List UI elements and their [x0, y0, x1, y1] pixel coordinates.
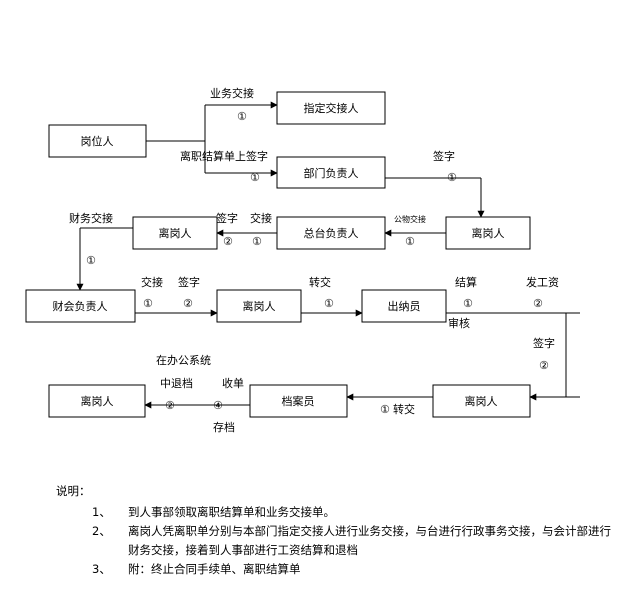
- box-ligang4-label: 离岗人: [465, 394, 498, 408]
- box-dangan: 档案员: [249, 384, 348, 418]
- box-gangwei-label: 岗位人: [81, 134, 114, 148]
- note-item-1: 1、 到人事部领取离职结算单和业务交接单。: [56, 503, 616, 522]
- label-jiaojie-mid: 交接: [250, 211, 272, 225]
- mark-zhuanjiao-row5: ①: [380, 403, 390, 416]
- box-dangan-label: 档案员: [282, 394, 315, 408]
- box-zongtai: 总台负责人: [276, 216, 386, 250]
- label-gongwu: 公物交接: [394, 214, 426, 224]
- note-text-3: 附：终止合同手续单、离职结算单: [128, 562, 301, 576]
- box-ligang3: 离岗人: [216, 289, 302, 323]
- mark-qianzi-row4: ②: [183, 297, 193, 310]
- box-ligang5-label: 离岗人: [81, 394, 114, 408]
- note-text-1: 到人事部领取离职结算单和业务交接单。: [128, 505, 335, 519]
- box-chuna: 出纳员: [361, 289, 447, 323]
- box-zhiding-label: 指定交接人: [304, 101, 359, 115]
- box-caihui: 财会负责人: [25, 289, 136, 323]
- label-qianzi-mid: 签字: [216, 211, 238, 225]
- label-lizhi: 离职结算单上签字: [180, 149, 268, 163]
- mark-caiwu: ①: [86, 254, 96, 267]
- box-zongtai-label: 总台负责人: [304, 226, 359, 240]
- mark-oa: ②: [165, 399, 175, 412]
- mark-qianzi-top: ①: [447, 171, 457, 184]
- label-jiesuan: 结算: [455, 275, 477, 289]
- mark-zhuanjiao-row4: ①: [324, 297, 334, 310]
- label-jiaojie-row4: 交接: [141, 275, 163, 289]
- box-bumen-label: 部门负责人: [304, 166, 359, 180]
- label-shenhe: 审核: [448, 316, 470, 330]
- mark-qianzi-mid: ②: [223, 235, 233, 248]
- mark-shoudan: ④: [213, 399, 223, 412]
- box-ligang4: 离岗人: [432, 384, 531, 418]
- label-zhuanjiao-row5: 转交: [393, 402, 415, 416]
- mark-yewu: ①: [237, 110, 247, 123]
- note-num-1: 1、: [92, 505, 111, 519]
- note-item-2: 2、 离岗人凭离职单分别与本部门指定交接人进行业务交接，与台进行行政事务交接，与…: [56, 522, 616, 560]
- label-qianzi-top: 签字: [433, 149, 455, 163]
- mark-jiesuan: ①: [463, 297, 473, 310]
- box-ligang2-label: 离岗人: [159, 226, 192, 240]
- box-gangwei: 岗位人: [48, 124, 147, 158]
- mark-fagongzi: ②: [533, 297, 543, 310]
- label-caiwu: 财务交接: [69, 211, 113, 225]
- edge-bumen-ligang1: [385, 177, 485, 218]
- box-ligang1-label: 离岗人: [472, 226, 505, 240]
- mark-lizhi: ①: [250, 171, 260, 184]
- box-ligang1: 离岗人: [445, 216, 531, 250]
- note-num-3: 3、: [92, 562, 111, 576]
- edge-gangwei-branch: [146, 105, 206, 173]
- box-ligang5: 离岗人: [48, 384, 146, 418]
- note-text-2: 离岗人凭离职单分别与本部门指定交接人进行业务交接，与台进行行政事务交接，与会计部…: [128, 524, 611, 557]
- notes-section: 说明： 1、 到人事部领取离职结算单和业务交接单。 2、 离岗人凭离职单分别与本…: [56, 482, 616, 579]
- note-num-2: 2、: [92, 524, 111, 538]
- edge-ligang2-caihui: [76, 227, 133, 291]
- box-ligang2: 离岗人: [132, 216, 218, 250]
- mark-qianzi-right: ②: [539, 359, 549, 372]
- label-cundang: 存档: [213, 420, 235, 434]
- box-ligang3-label: 离岗人: [243, 299, 276, 313]
- label-oa-line1: 在办公系统: [156, 354, 211, 367]
- label-fagongzi: 发工资: [526, 275, 559, 289]
- note-item-3: 3、 附：终止合同手续单、离职结算单: [56, 560, 616, 579]
- label-zhuanjiao-row4: 转交: [309, 275, 331, 289]
- mark-gongwu: ①: [405, 235, 415, 248]
- edge-chuna-ligang4: [446, 312, 580, 401]
- mark-jiaojie-row4: ①: [143, 297, 153, 310]
- mark-jiaojie-mid: ①: [252, 235, 262, 248]
- label-qianzi-right: 签字: [533, 336, 555, 350]
- label-shoudan: 收单: [222, 376, 244, 390]
- label-oa-line2: 中退档: [160, 376, 193, 390]
- box-bumen: 部门负责人: [276, 156, 386, 189]
- box-chuna-label: 出纳员: [388, 299, 421, 313]
- label-yewu: 业务交接: [210, 86, 254, 100]
- label-qianzi-row4: 签字: [178, 275, 200, 289]
- box-zhiding: 指定交接人: [276, 91, 386, 125]
- box-caihui-label: 财会负责人: [53, 299, 108, 313]
- notes-title: 说明：: [56, 484, 91, 498]
